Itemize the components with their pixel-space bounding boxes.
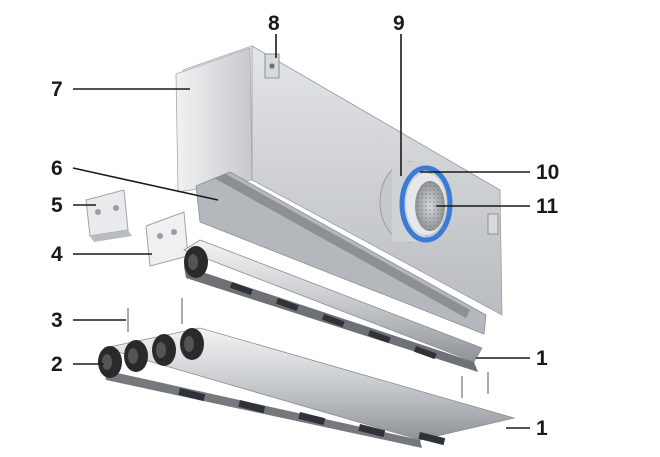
- housing-front-face: [251, 45, 503, 316]
- callout-8: 8: [268, 12, 280, 35]
- hanger-bracket-right: [487, 213, 499, 235]
- rail-lower-vanes: [178, 388, 446, 446]
- circular-duct-spigot: [379, 161, 453, 243]
- callout-4: 4: [51, 243, 63, 266]
- housing-left-end-face: [175, 47, 253, 193]
- plenum-box-housing: [175, 45, 503, 335]
- callout-leader-lines: [72, 34, 530, 429]
- housing-bottom-flange: [195, 171, 487, 335]
- housing-inner-edge: [214, 174, 470, 318]
- hanger-bracket: [264, 53, 280, 79]
- callout-9: 9: [393, 12, 405, 35]
- diffuser-rail-upper: [183, 239, 483, 372]
- rail-upper-vanes: [229, 281, 437, 360]
- callout-1-upper: 1: [536, 347, 548, 370]
- callout-3: 3: [51, 309, 63, 332]
- callout-6: 6: [51, 157, 63, 180]
- spigot-seal-ring: [399, 165, 453, 243]
- end-cap-plate: [85, 189, 132, 242]
- side-cover-plate: [145, 211, 189, 267]
- callout-5: 5: [51, 194, 63, 217]
- callout-10: 10: [536, 161, 559, 184]
- fixing-screw: [127, 298, 489, 398]
- diffuser-rail-lower: [98, 327, 516, 448]
- callout-2: 2: [51, 353, 63, 376]
- callout-7: 7: [51, 78, 63, 101]
- swirl-roller-set: [98, 328, 204, 378]
- callout-11: 11: [536, 195, 559, 218]
- callout-1-lower: 1: [536, 417, 548, 440]
